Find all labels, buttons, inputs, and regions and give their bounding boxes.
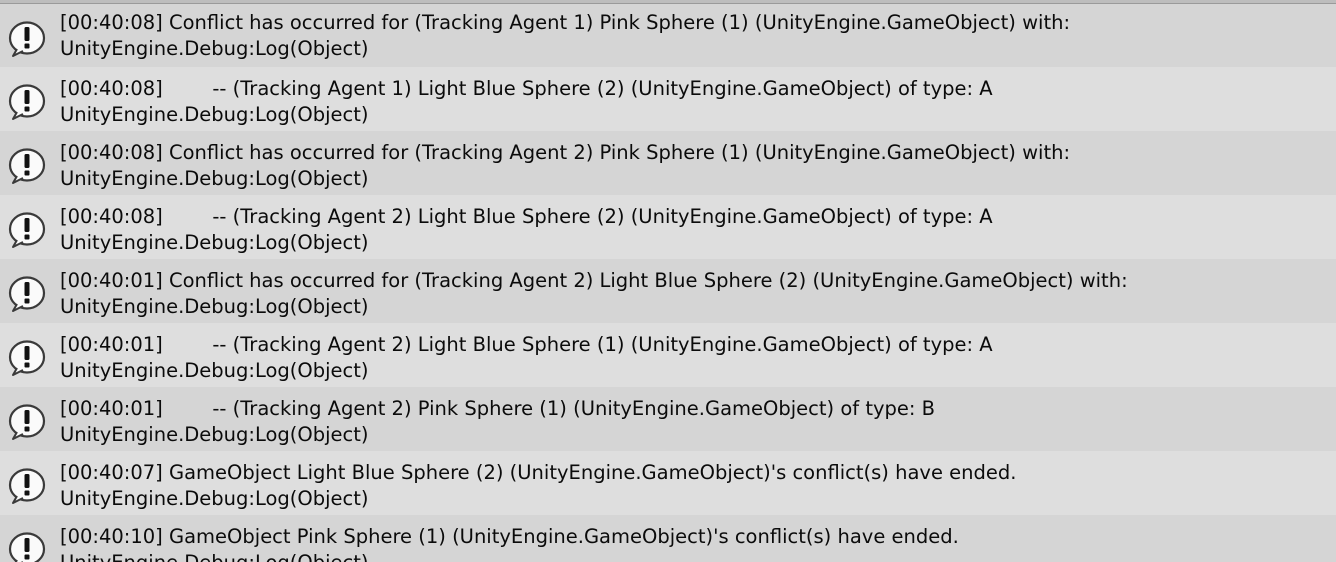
log-stack-trace: UnityEngine.Debug:Log(Object) bbox=[60, 423, 369, 446]
log-stack-trace: UnityEngine.Debug:Log(Object) bbox=[60, 167, 369, 190]
info-icon bbox=[8, 404, 46, 440]
console-top-border bbox=[0, 0, 1336, 4]
log-entry[interactable]: [00:40:08] -- (Tracking Agent 1) Light B… bbox=[0, 67, 1336, 131]
log-message: [00:40:08] -- (Tracking Agent 2) Light B… bbox=[60, 205, 993, 228]
log-entry[interactable]: [00:40:01] Conflict has occurred for (Tr… bbox=[0, 259, 1336, 323]
log-entry[interactable]: [00:40:08] Conflict has occurred for (Tr… bbox=[0, 131, 1336, 195]
log-message: [00:40:01] -- (Tracking Agent 2) Pink Sp… bbox=[60, 397, 936, 420]
log-text: [00:40:01] -- (Tracking Agent 2) Light B… bbox=[60, 332, 1336, 384]
log-message: [00:40:08] Conflict has occurred for (Tr… bbox=[60, 141, 1071, 164]
info-icon bbox=[8, 212, 46, 248]
log-entry[interactable]: [00:40:08] Conflict has occurred for (Tr… bbox=[0, 4, 1336, 67]
info-icon bbox=[8, 532, 46, 562]
log-text: [00:40:08] Conflict has occurred for (Tr… bbox=[60, 10, 1336, 62]
log-text: [00:40:08] Conflict has occurred for (Tr… bbox=[60, 140, 1336, 192]
log-text: [00:40:01] Conflict has occurred for (Tr… bbox=[60, 268, 1336, 320]
info-icon bbox=[8, 276, 46, 312]
info-icon bbox=[8, 84, 46, 120]
log-stack-trace: UnityEngine.Debug:Log(Object) bbox=[60, 295, 369, 318]
info-icon bbox=[8, 148, 46, 184]
info-icon bbox=[8, 340, 46, 376]
log-stack-trace: UnityEngine.Debug:Log(Object) bbox=[60, 231, 369, 254]
log-message: [00:40:01] Conflict has occurred for (Tr… bbox=[60, 269, 1128, 292]
log-entry[interactable]: [00:40:07] GameObject Light Blue Sphere … bbox=[0, 451, 1336, 515]
info-icon bbox=[8, 21, 46, 57]
log-text: [00:40:07] GameObject Light Blue Sphere … bbox=[60, 460, 1336, 512]
log-stack-trace: UnityEngine.Debug:Log(Object) bbox=[60, 359, 369, 382]
log-entry[interactable]: [00:40:01] -- (Tracking Agent 2) Light B… bbox=[0, 323, 1336, 387]
log-message: [00:40:07] GameObject Light Blue Sphere … bbox=[60, 461, 1017, 484]
info-icon bbox=[8, 468, 46, 504]
log-stack-trace: UnityEngine.Debug:Log(Object) bbox=[60, 37, 369, 60]
log-message: [00:40:08] Conflict has occurred for (Tr… bbox=[60, 11, 1071, 34]
log-text: [00:40:08] -- (Tracking Agent 2) Light B… bbox=[60, 204, 1336, 256]
log-message: [00:40:10] GameObject Pink Sphere (1) (U… bbox=[60, 525, 959, 548]
log-entry[interactable]: [00:40:08] -- (Tracking Agent 2) Light B… bbox=[0, 195, 1336, 259]
log-stack-trace: UnityEngine.Debug:Log(Object) bbox=[60, 550, 1336, 562]
log-entry[interactable]: [00:40:10] GameObject Pink Sphere (1) (U… bbox=[0, 515, 1336, 562]
log-text: [00:40:01] -- (Tracking Agent 2) Pink Sp… bbox=[60, 396, 1336, 448]
log-stack-trace: UnityEngine.Debug:Log(Object) bbox=[60, 487, 369, 510]
log-entry[interactable]: [00:40:01] -- (Tracking Agent 2) Pink Sp… bbox=[0, 387, 1336, 451]
log-text: [00:40:10] GameObject Pink Sphere (1) (U… bbox=[60, 524, 1336, 562]
log-message: [00:40:01] -- (Tracking Agent 2) Light B… bbox=[60, 333, 993, 356]
log-text: [00:40:08] -- (Tracking Agent 1) Light B… bbox=[60, 76, 1336, 128]
log-message: [00:40:08] -- (Tracking Agent 1) Light B… bbox=[60, 77, 993, 100]
log-stack-trace: UnityEngine.Debug:Log(Object) bbox=[60, 103, 369, 126]
